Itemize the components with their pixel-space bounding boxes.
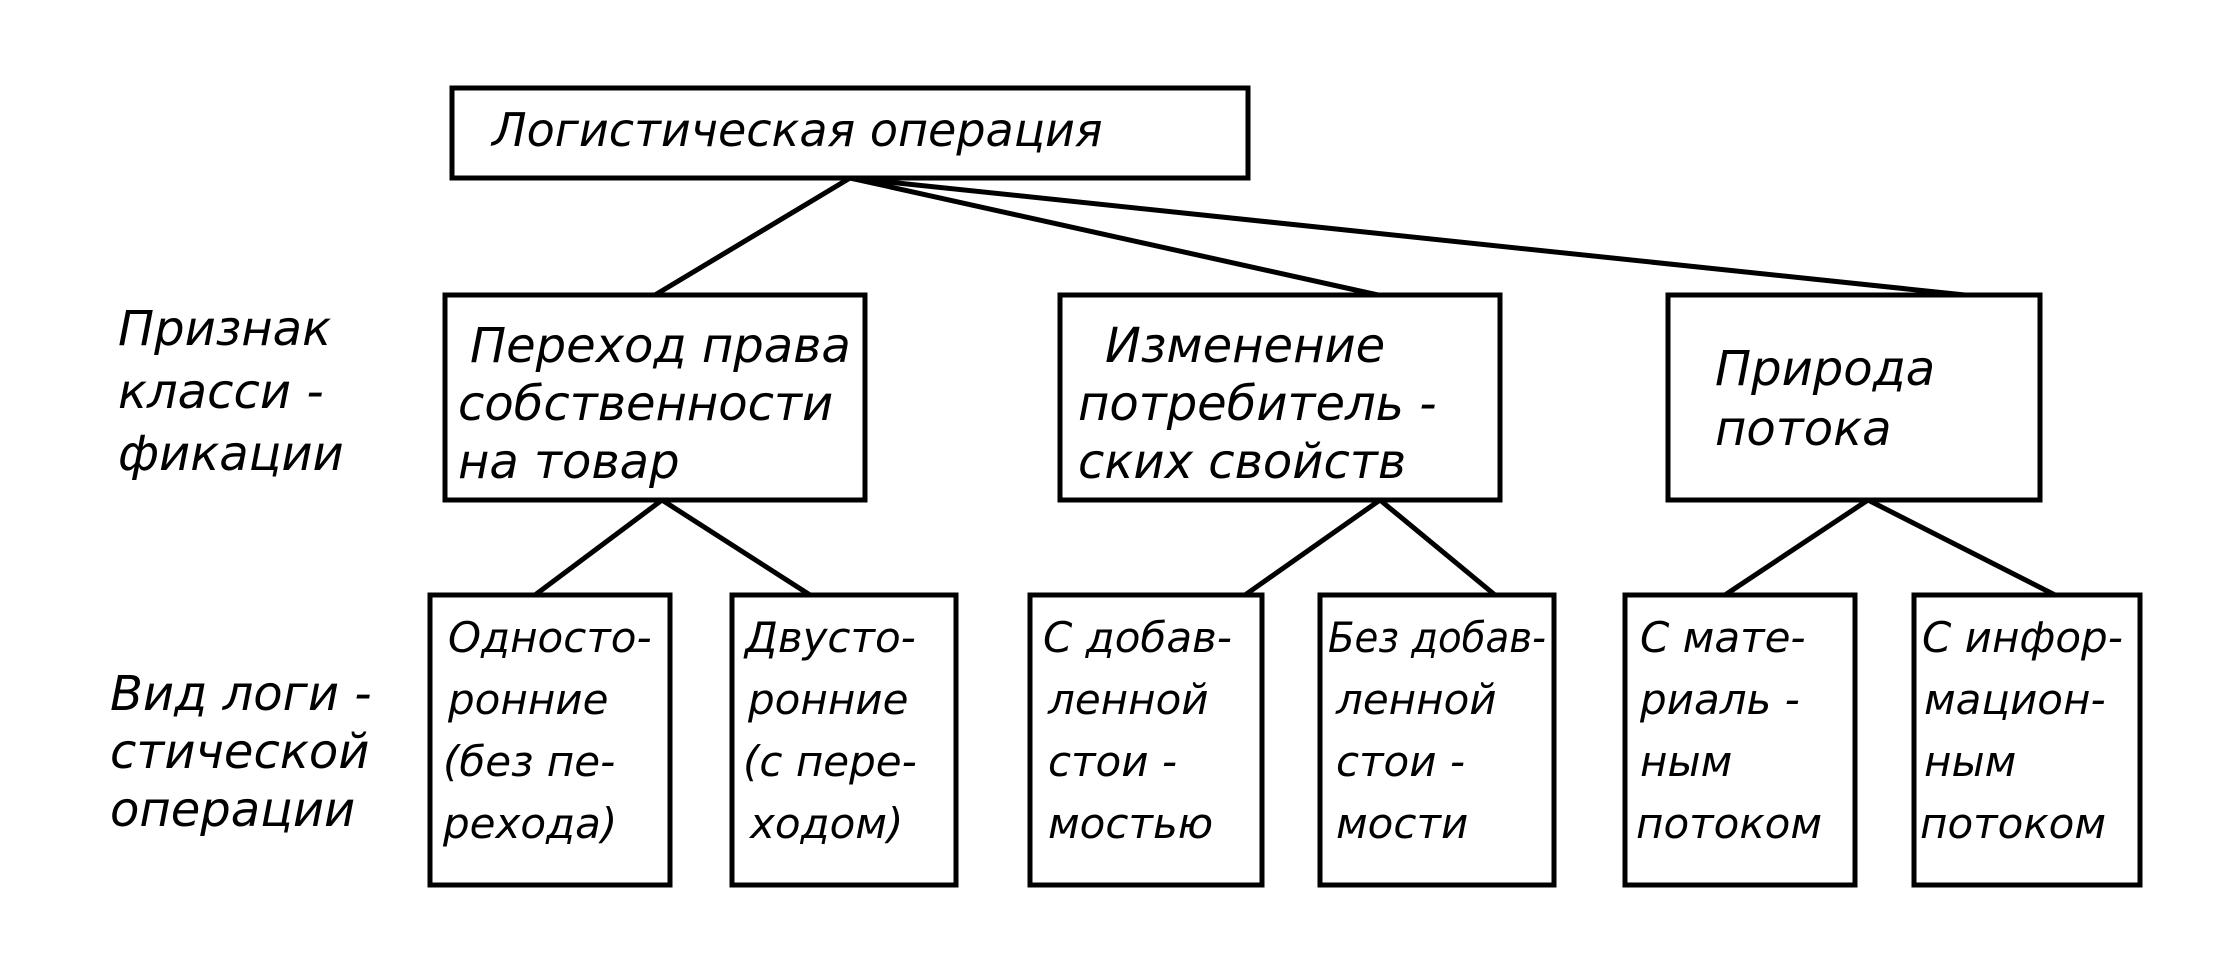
svg-text:Вид логи -: Вид логи - <box>110 666 372 722</box>
svg-text:ленной: ленной <box>1047 675 1209 724</box>
svg-text:собственности: собственности <box>458 376 833 432</box>
side-label-criterion: Признак класси - фикации <box>118 301 344 482</box>
svg-text:на товар: на товар <box>458 434 680 490</box>
leaf-node-bilateral: Двусто- ронние (с пере- ходом) <box>729 592 959 888</box>
svg-text:стической: стической <box>110 724 369 780</box>
svg-text:стои -: стои - <box>1048 737 1177 786</box>
link-category-3-leaf-2 <box>1865 497 2058 598</box>
svg-text:Природа: Природа <box>1715 341 1935 397</box>
category-node-ownership-transfer: Переход права собственности на товар <box>442 292 868 503</box>
svg-text:рехода): рехода) <box>442 799 617 848</box>
link-category-1-leaf-1 <box>532 497 665 598</box>
link-category-1-leaf-2 <box>659 497 813 598</box>
svg-text:(с пере-: (с пере- <box>743 737 917 786</box>
link-category-3-leaf-1 <box>1722 497 1871 598</box>
root-node: Логистическая операция <box>449 85 1251 181</box>
svg-text:мацион-: мацион- <box>1924 675 2106 724</box>
svg-text:Изменение: Изменение <box>1105 318 1385 374</box>
svg-text:ным: ным <box>1924 737 2016 786</box>
leaf-node-value-added: С добав- ленной стои - мостью <box>1027 592 1265 888</box>
svg-text:С добав-: С добав- <box>1043 613 1232 662</box>
svg-text:риаль -: риаль - <box>1639 675 1800 724</box>
svg-text:потоком: потоком <box>1636 799 1822 848</box>
link-root-category-3 <box>847 175 1968 298</box>
svg-text:мости: мости <box>1336 799 1468 848</box>
category-node-consumer-properties: Изменение потребитель - ских свойств <box>1057 292 1503 503</box>
svg-text:Без добав-: Без добав- <box>1328 613 1546 662</box>
side-label-kind: Вид логи - стической операции <box>110 666 372 838</box>
svg-text:Переход права: Переход права <box>470 318 851 374</box>
svg-text:С инфор-: С инфор- <box>1922 613 2123 662</box>
link-root-category-1 <box>652 175 853 298</box>
svg-text:Односто-: Односто- <box>448 613 652 662</box>
category-node-flow-nature: Природа потока <box>1665 292 2043 503</box>
link-root-category-2 <box>847 175 1381 298</box>
svg-text:С мате-: С мате- <box>1640 613 1806 662</box>
svg-text:потоком: потоком <box>1920 799 2106 848</box>
svg-text:Признак: Признак <box>118 301 331 357</box>
svg-text:потока: потока <box>1715 401 1891 457</box>
svg-text:класси -: класси - <box>118 364 324 420</box>
svg-text:потребитель -: потребитель - <box>1078 376 1437 432</box>
link-category-2-leaf-2 <box>1377 497 1498 598</box>
leaf-node-material-flow: С мате- риаль - ным потоком <box>1622 592 1858 888</box>
svg-text:фикации: фикации <box>118 426 344 482</box>
svg-text:ным: ным <box>1640 737 1732 786</box>
svg-text:ленной: ленной <box>1335 675 1497 724</box>
svg-text:ских свойств: ских свойств <box>1078 434 1406 490</box>
leaf-node-unilateral: Односто- ронние (без пе- рехода) <box>427 592 673 888</box>
root-node-label: Логистическая операция <box>490 103 1103 157</box>
svg-text:Двусто-: Двусто- <box>743 613 916 662</box>
svg-text:мостью: мостью <box>1048 799 1213 848</box>
link-category-2-leaf-1 <box>1242 497 1383 598</box>
svg-text:ронние: ронние <box>747 675 908 724</box>
svg-text:ходом): ходом) <box>748 799 903 848</box>
svg-text:(без пе-: (без пе- <box>443 737 615 786</box>
svg-text:стои -: стои - <box>1336 737 1465 786</box>
svg-text:операции: операции <box>110 782 355 838</box>
connectors <box>532 175 2058 598</box>
leaf-node-information-flow: С инфор- мацион- ным потоком <box>1911 592 2143 888</box>
svg-text:ронние: ронние <box>447 675 608 724</box>
leaf-node-no-value-added: Без добав- ленной стои - мости <box>1317 592 1557 888</box>
